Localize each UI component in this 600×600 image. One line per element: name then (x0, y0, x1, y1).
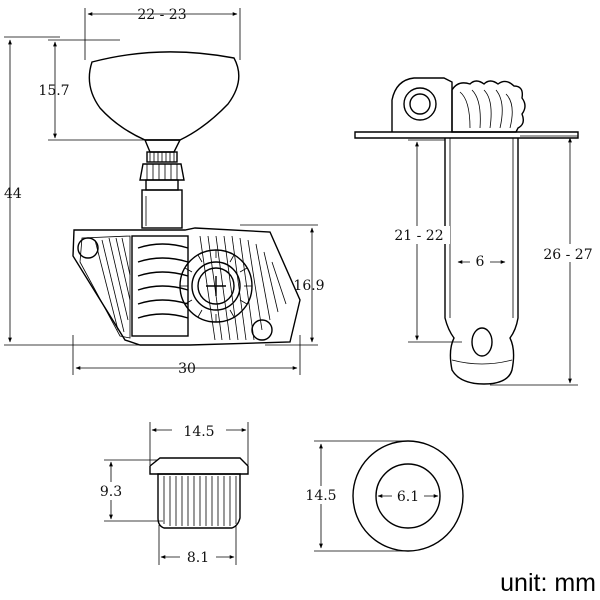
dim-base-width-label: 30 (178, 361, 196, 377)
gear-screw (197, 267, 235, 305)
side-view: 21 - 22 6 26 - 27 (354, 77, 598, 386)
washer-inner (375, 463, 441, 529)
dim-total-height-label: 44 (4, 186, 22, 202)
front-view: 22 - 23 15.7 44 16.9 30 (4, 7, 325, 377)
screw-hole-bottom-right (251, 319, 273, 341)
bushing-view: 14.5 9.3 8.1 (92, 421, 249, 566)
unit-label: unit: mm (500, 569, 596, 597)
housing-plate (72, 227, 301, 346)
dim-washer-diameter-label: 14.5 (305, 488, 336, 504)
bushing-flange (149, 457, 249, 475)
side-post (444, 138, 519, 385)
string-hole (471, 327, 493, 357)
side-plate (354, 131, 579, 139)
dim-button-height-label: 15.7 (38, 83, 69, 99)
dim-post-long-label: 26 - 27 (543, 247, 592, 263)
side-gear (451, 80, 526, 133)
dim-bushing-base-label: 8.1 (187, 550, 209, 566)
dim-post-short-label: 21 - 22 (394, 228, 443, 244)
washer-view: 14.5 6.1 (298, 440, 464, 552)
screw-hole-top-left (77, 237, 99, 259)
bushing-body (157, 473, 241, 529)
dim-bushing-width-label: 14.5 (183, 424, 214, 440)
dim-post-diameter-label: 6 (476, 254, 485, 270)
tuner-button (88, 51, 240, 141)
dim-bushing-height-label: 9.3 (100, 484, 122, 500)
washer-outer (352, 440, 464, 552)
dim-washer-hole-label: 6.1 (397, 489, 419, 505)
dim-gear-height-label: 16.9 (293, 278, 324, 294)
dim-top-width-label: 22 - 23 (137, 7, 186, 23)
